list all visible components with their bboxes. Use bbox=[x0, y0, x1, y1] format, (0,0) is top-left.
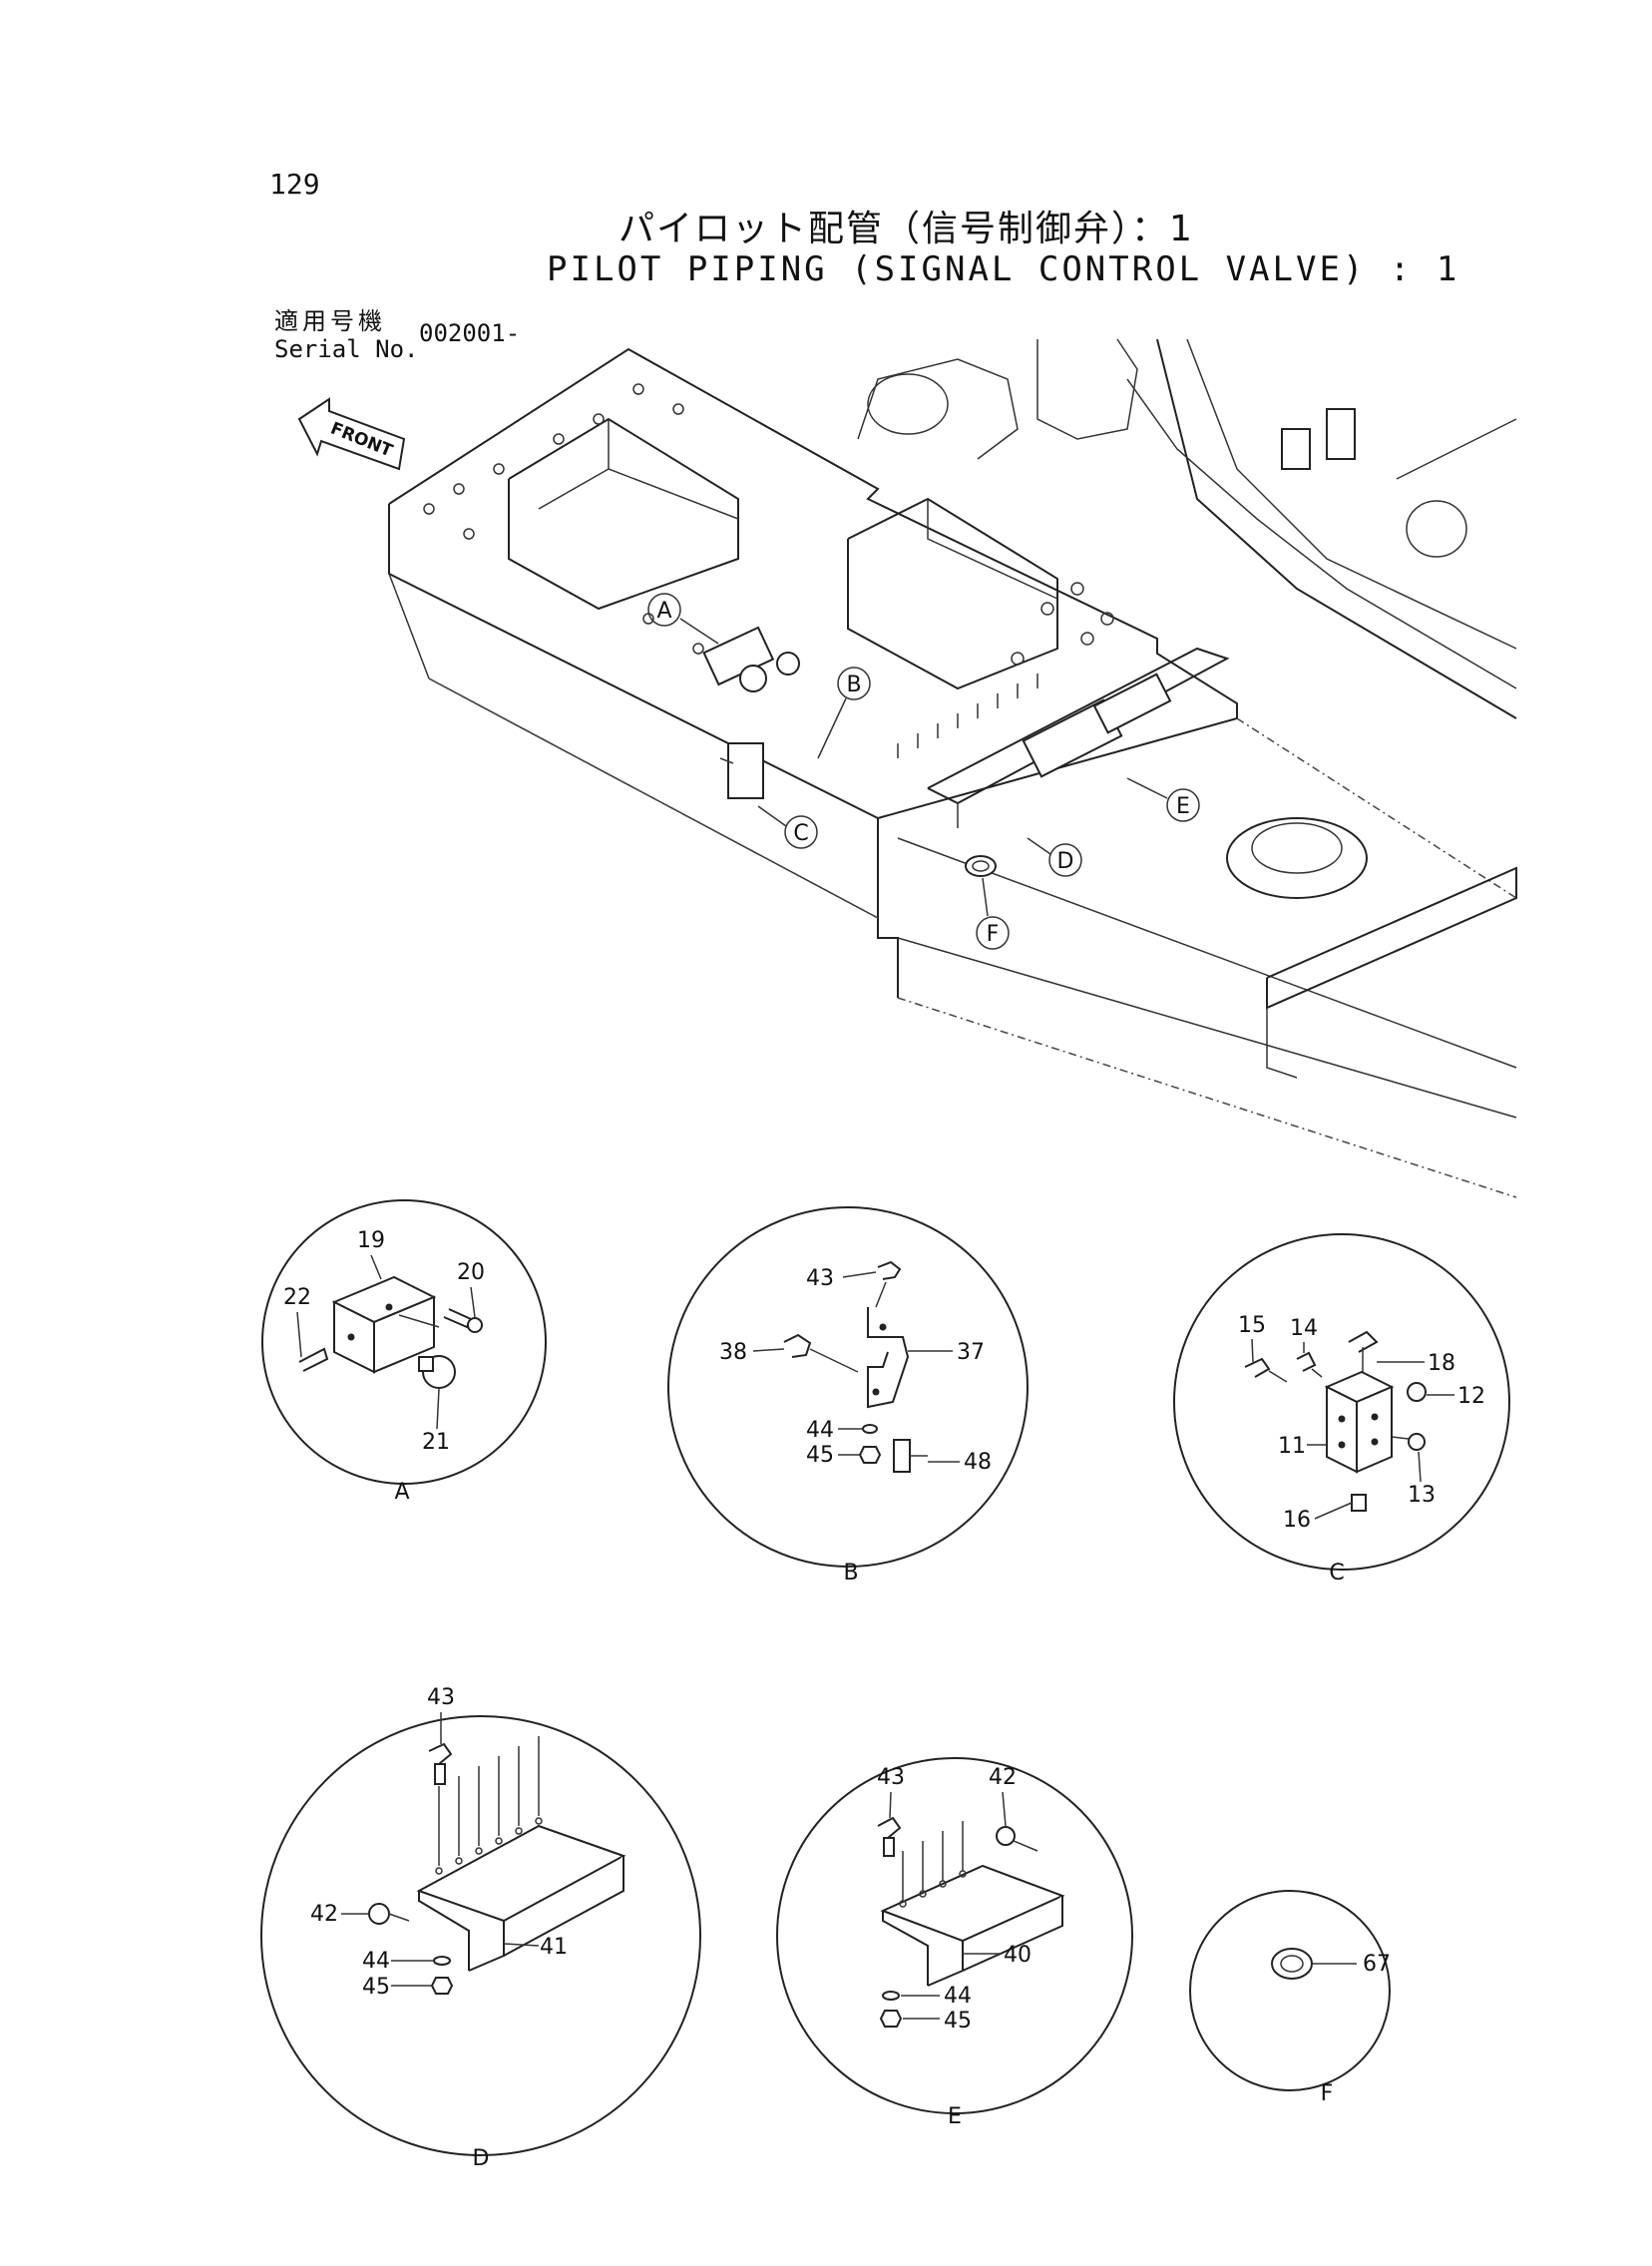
svg-text:43: 43 bbox=[806, 1266, 834, 1291]
callout-f[interactable]: F bbox=[976, 877, 1010, 950]
serial-label-japanese: 適用号機 bbox=[274, 307, 386, 335]
svg-text:16: 16 bbox=[1283, 1508, 1311, 1533]
svg-text:67: 67 bbox=[1363, 1952, 1391, 1977]
serial-number-value: 002001- bbox=[419, 319, 521, 347]
svg-text:22: 22 bbox=[283, 1285, 311, 1310]
svg-text:A: A bbox=[656, 599, 671, 624]
svg-text:13: 13 bbox=[1408, 1483, 1436, 1508]
svg-text:45: 45 bbox=[362, 1975, 390, 2000]
detail-a-label: A bbox=[394, 1480, 409, 1505]
svg-text:21: 21 bbox=[422, 1430, 450, 1455]
detail-c: C 15 14 18 12 11 13 16 bbox=[1173, 1233, 1510, 1586]
svg-text:44: 44 bbox=[944, 1984, 972, 2009]
front-arrow-icon: FRONT bbox=[297, 397, 406, 471]
detail-d-label: D bbox=[473, 2146, 490, 2171]
svg-text:20: 20 bbox=[457, 1260, 485, 1285]
callout-d[interactable]: D bbox=[1027, 837, 1082, 877]
svg-text:42: 42 bbox=[989, 1765, 1017, 1790]
main-frame-drawing bbox=[388, 338, 1517, 1198]
detail-b: B 43 38 37 44 45 48 bbox=[667, 1206, 1029, 1586]
detail-d: D 43 42 41 44 45 bbox=[260, 1685, 701, 2171]
detail-f-label: F bbox=[1321, 2081, 1334, 2106]
callout-b[interactable]: B bbox=[817, 667, 871, 759]
svg-text:F: F bbox=[987, 922, 1000, 947]
svg-text:40: 40 bbox=[1004, 1943, 1032, 1968]
svg-text:18: 18 bbox=[1428, 1351, 1455, 1376]
svg-text:48: 48 bbox=[964, 1450, 992, 1475]
detail-c-label: C bbox=[1329, 1561, 1344, 1586]
serial-label-english: Serial No. bbox=[274, 335, 419, 363]
svg-text:37: 37 bbox=[957, 1340, 985, 1365]
svg-text:43: 43 bbox=[427, 1685, 455, 1710]
svg-text:41: 41 bbox=[540, 1935, 568, 1960]
callout-e[interactable]: E bbox=[1126, 777, 1200, 822]
detail-a: A 19 20 21 22 bbox=[261, 1199, 547, 1505]
svg-text:15: 15 bbox=[1238, 1313, 1266, 1338]
svg-text:38: 38 bbox=[719, 1340, 747, 1365]
svg-text:11: 11 bbox=[1278, 1434, 1306, 1459]
svg-text:C: C bbox=[793, 821, 808, 846]
svg-text:12: 12 bbox=[1457, 1384, 1485, 1409]
svg-text:E: E bbox=[1176, 794, 1190, 819]
detail-e-label: E bbox=[948, 2104, 962, 2129]
page-title-english: PILOT PIPING (SIGNAL CONTROL VALVE) : 1 bbox=[547, 249, 1460, 289]
svg-text:42: 42 bbox=[310, 1902, 338, 1927]
page-title-japanese: パイロット配管（信号制御弁）：1 bbox=[619, 209, 1194, 249]
svg-text:44: 44 bbox=[806, 1418, 834, 1443]
callout-a[interactable]: A bbox=[647, 593, 719, 645]
svg-text:19: 19 bbox=[357, 1228, 385, 1253]
detail-f: F 67 bbox=[1189, 1890, 1391, 2106]
page-number: 129 bbox=[269, 168, 320, 201]
svg-text:44: 44 bbox=[362, 1949, 390, 1974]
svg-text:45: 45 bbox=[806, 1443, 834, 1468]
svg-text:45: 45 bbox=[944, 2009, 972, 2034]
callout-c[interactable]: C bbox=[757, 805, 818, 849]
svg-text:D: D bbox=[1057, 849, 1074, 874]
svg-text:B: B bbox=[846, 673, 861, 697]
detail-e: E 43 42 40 44 45 bbox=[776, 1757, 1133, 2129]
detail-b-label: B bbox=[843, 1561, 858, 1586]
svg-text:43: 43 bbox=[877, 1765, 905, 1790]
svg-text:14: 14 bbox=[1290, 1316, 1318, 1341]
